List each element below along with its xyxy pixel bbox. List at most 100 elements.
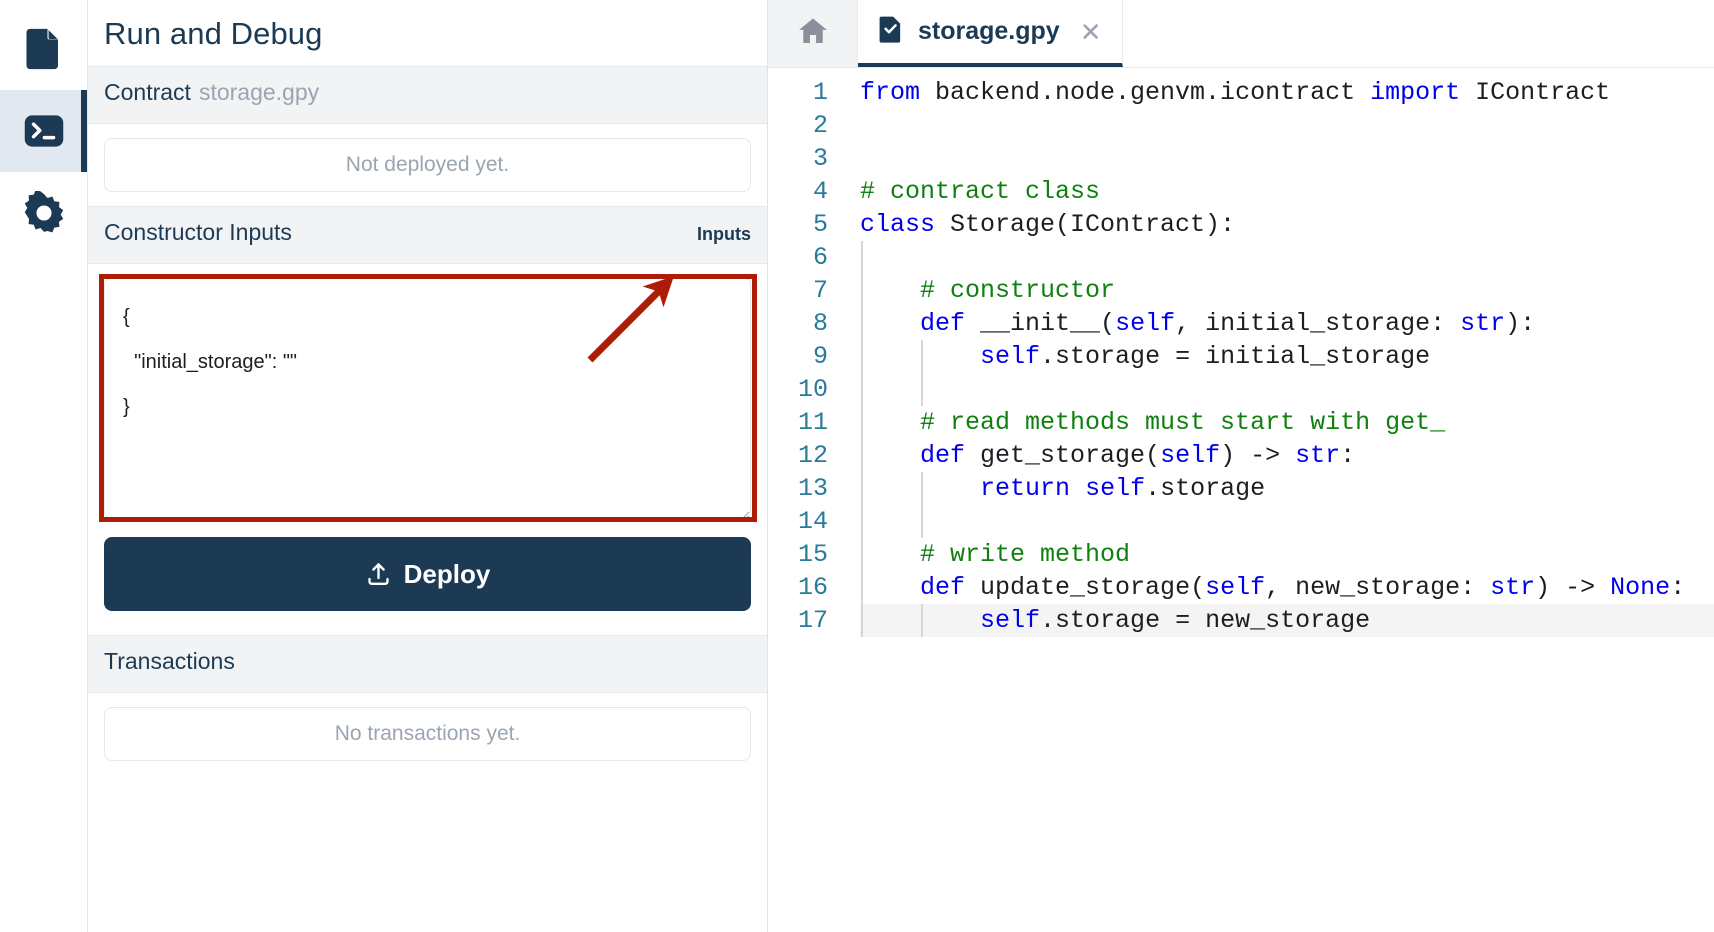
code-line[interactable]: # constructor — [860, 274, 1714, 307]
file-check-icon — [878, 15, 904, 48]
code-token: self — [1115, 309, 1176, 338]
code-token: self — [980, 342, 1041, 371]
deploy-button-label: Deploy — [403, 558, 491, 589]
code-token: class — [860, 210, 951, 239]
gear-icon — [22, 191, 66, 235]
code-token: .storage = new_storage — [1040, 606, 1371, 635]
code-token: str — [1460, 309, 1506, 338]
transactions-section-header: Transactions — [88, 635, 767, 693]
code-line[interactable]: self.storage = new_storage — [860, 604, 1714, 637]
code-token: : — [1340, 441, 1356, 470]
line-number: 3 — [812, 144, 828, 173]
code-token: , initial_storage: — [1175, 309, 1461, 338]
code-token — [860, 441, 920, 470]
line-number: 8 — [812, 309, 828, 338]
constructor-inputs-wrapper — [88, 274, 767, 523]
transactions-empty-state: No transactions yet. — [104, 707, 751, 761]
indent-guide — [921, 340, 923, 373]
code-token: str — [1295, 441, 1341, 470]
code-line[interactable]: def get_storage(self) -> str: — [860, 439, 1714, 472]
panel-bottom-spacer — [88, 775, 767, 932]
code-line[interactable]: def update_storage(self, new_storage: st… — [860, 571, 1714, 604]
indent-guide — [921, 505, 923, 538]
line-number: 1 — [812, 78, 828, 107]
activity-bar — [0, 0, 88, 932]
sidebar-item-file-explorer[interactable] — [0, 8, 87, 90]
contract-filename: storage.gpy — [198, 79, 320, 105]
home-icon — [796, 15, 830, 52]
editor-tab-bar: storage.gpy ✕ — [768, 0, 1714, 68]
code-line[interactable]: self.storage = initial_storage — [860, 340, 1714, 373]
line-number: 17 — [797, 606, 828, 635]
line-number: 4 — [812, 177, 828, 206]
sidebar-item-settings[interactable] — [0, 172, 87, 254]
line-number: 9 — [812, 342, 828, 371]
code-token: def — [920, 573, 981, 602]
indent-guide — [861, 439, 863, 472]
code-token: def — [920, 441, 981, 470]
contract-label: Contract — [104, 79, 191, 105]
code-token: self — [1160, 441, 1221, 470]
code-token: import — [1370, 78, 1476, 107]
code-token: ) -> — [1220, 441, 1296, 470]
code-token: # contract class — [860, 177, 1101, 206]
code-line[interactable]: class Storage(IContract): — [860, 208, 1714, 241]
line-number: 11 — [797, 408, 828, 437]
indent-guide — [861, 538, 863, 571]
sidebar-item-run-and-debug[interactable] — [0, 90, 87, 172]
code-token: return — [980, 474, 1086, 503]
line-number: 7 — [812, 276, 828, 305]
indent-guide — [921, 373, 923, 406]
line-number: 13 — [797, 474, 828, 503]
code-token: .storage = initial_storage — [1040, 342, 1431, 371]
home-tab[interactable] — [768, 0, 858, 67]
code-token: update_storage( — [980, 573, 1206, 602]
contract-header-text: Contract storage.gpy — [104, 79, 319, 106]
indent-guide — [921, 472, 923, 505]
line-number: 5 — [812, 210, 828, 239]
terminal-icon — [22, 109, 66, 153]
close-icon[interactable]: ✕ — [1079, 16, 1102, 47]
code-token: self — [1205, 573, 1266, 602]
code-line[interactable]: # read methods must start with get_ — [860, 406, 1714, 439]
indent-guide — [861, 307, 863, 340]
line-number: 2 — [812, 111, 828, 140]
indent-guide — [861, 406, 863, 439]
tab-storage-gpy[interactable]: storage.gpy ✕ — [858, 0, 1123, 67]
code-token: .storage — [1145, 474, 1266, 503]
code-token: None — [1610, 573, 1671, 602]
line-number: 16 — [797, 573, 828, 602]
code-line[interactable]: def __init__(self, initial_storage: str)… — [860, 307, 1714, 340]
indent-guide — [861, 571, 863, 604]
code-token: get_storage( — [980, 441, 1161, 470]
code-line[interactable]: return self.storage — [860, 472, 1714, 505]
code-line[interactable] — [860, 142, 1714, 175]
code-token: IContract — [1475, 78, 1611, 107]
code-line[interactable]: from backend.node.genvm.icontract import… — [860, 76, 1714, 109]
code-line[interactable] — [860, 109, 1714, 142]
code-line[interactable] — [860, 241, 1714, 274]
deploy-button[interactable]: Deploy — [104, 537, 751, 611]
indent-guide — [861, 604, 863, 637]
code-token: # write method — [860, 540, 1131, 569]
line-number: 15 — [797, 540, 828, 569]
transactions-label: Transactions — [104, 648, 235, 674]
indent-guide — [861, 505, 863, 538]
code-content[interactable]: from backend.node.genvm.icontract import… — [838, 76, 1714, 932]
code-line[interactable] — [860, 505, 1714, 538]
code-token: ): — [1505, 309, 1536, 338]
code-token: backend.node.genvm.icontract — [935, 78, 1371, 107]
code-token: Storage(IContract): — [950, 210, 1236, 239]
deployment-status: Not deployed yet. — [104, 138, 751, 192]
code-line[interactable] — [860, 373, 1714, 406]
code-line[interactable]: # write method — [860, 538, 1714, 571]
code-token: # constructor — [860, 276, 1116, 305]
line-number: 14 — [797, 507, 828, 536]
indent-guide — [861, 472, 863, 505]
constructor-inputs-textarea[interactable] — [104, 278, 751, 518]
code-line[interactable]: # contract class — [860, 175, 1714, 208]
